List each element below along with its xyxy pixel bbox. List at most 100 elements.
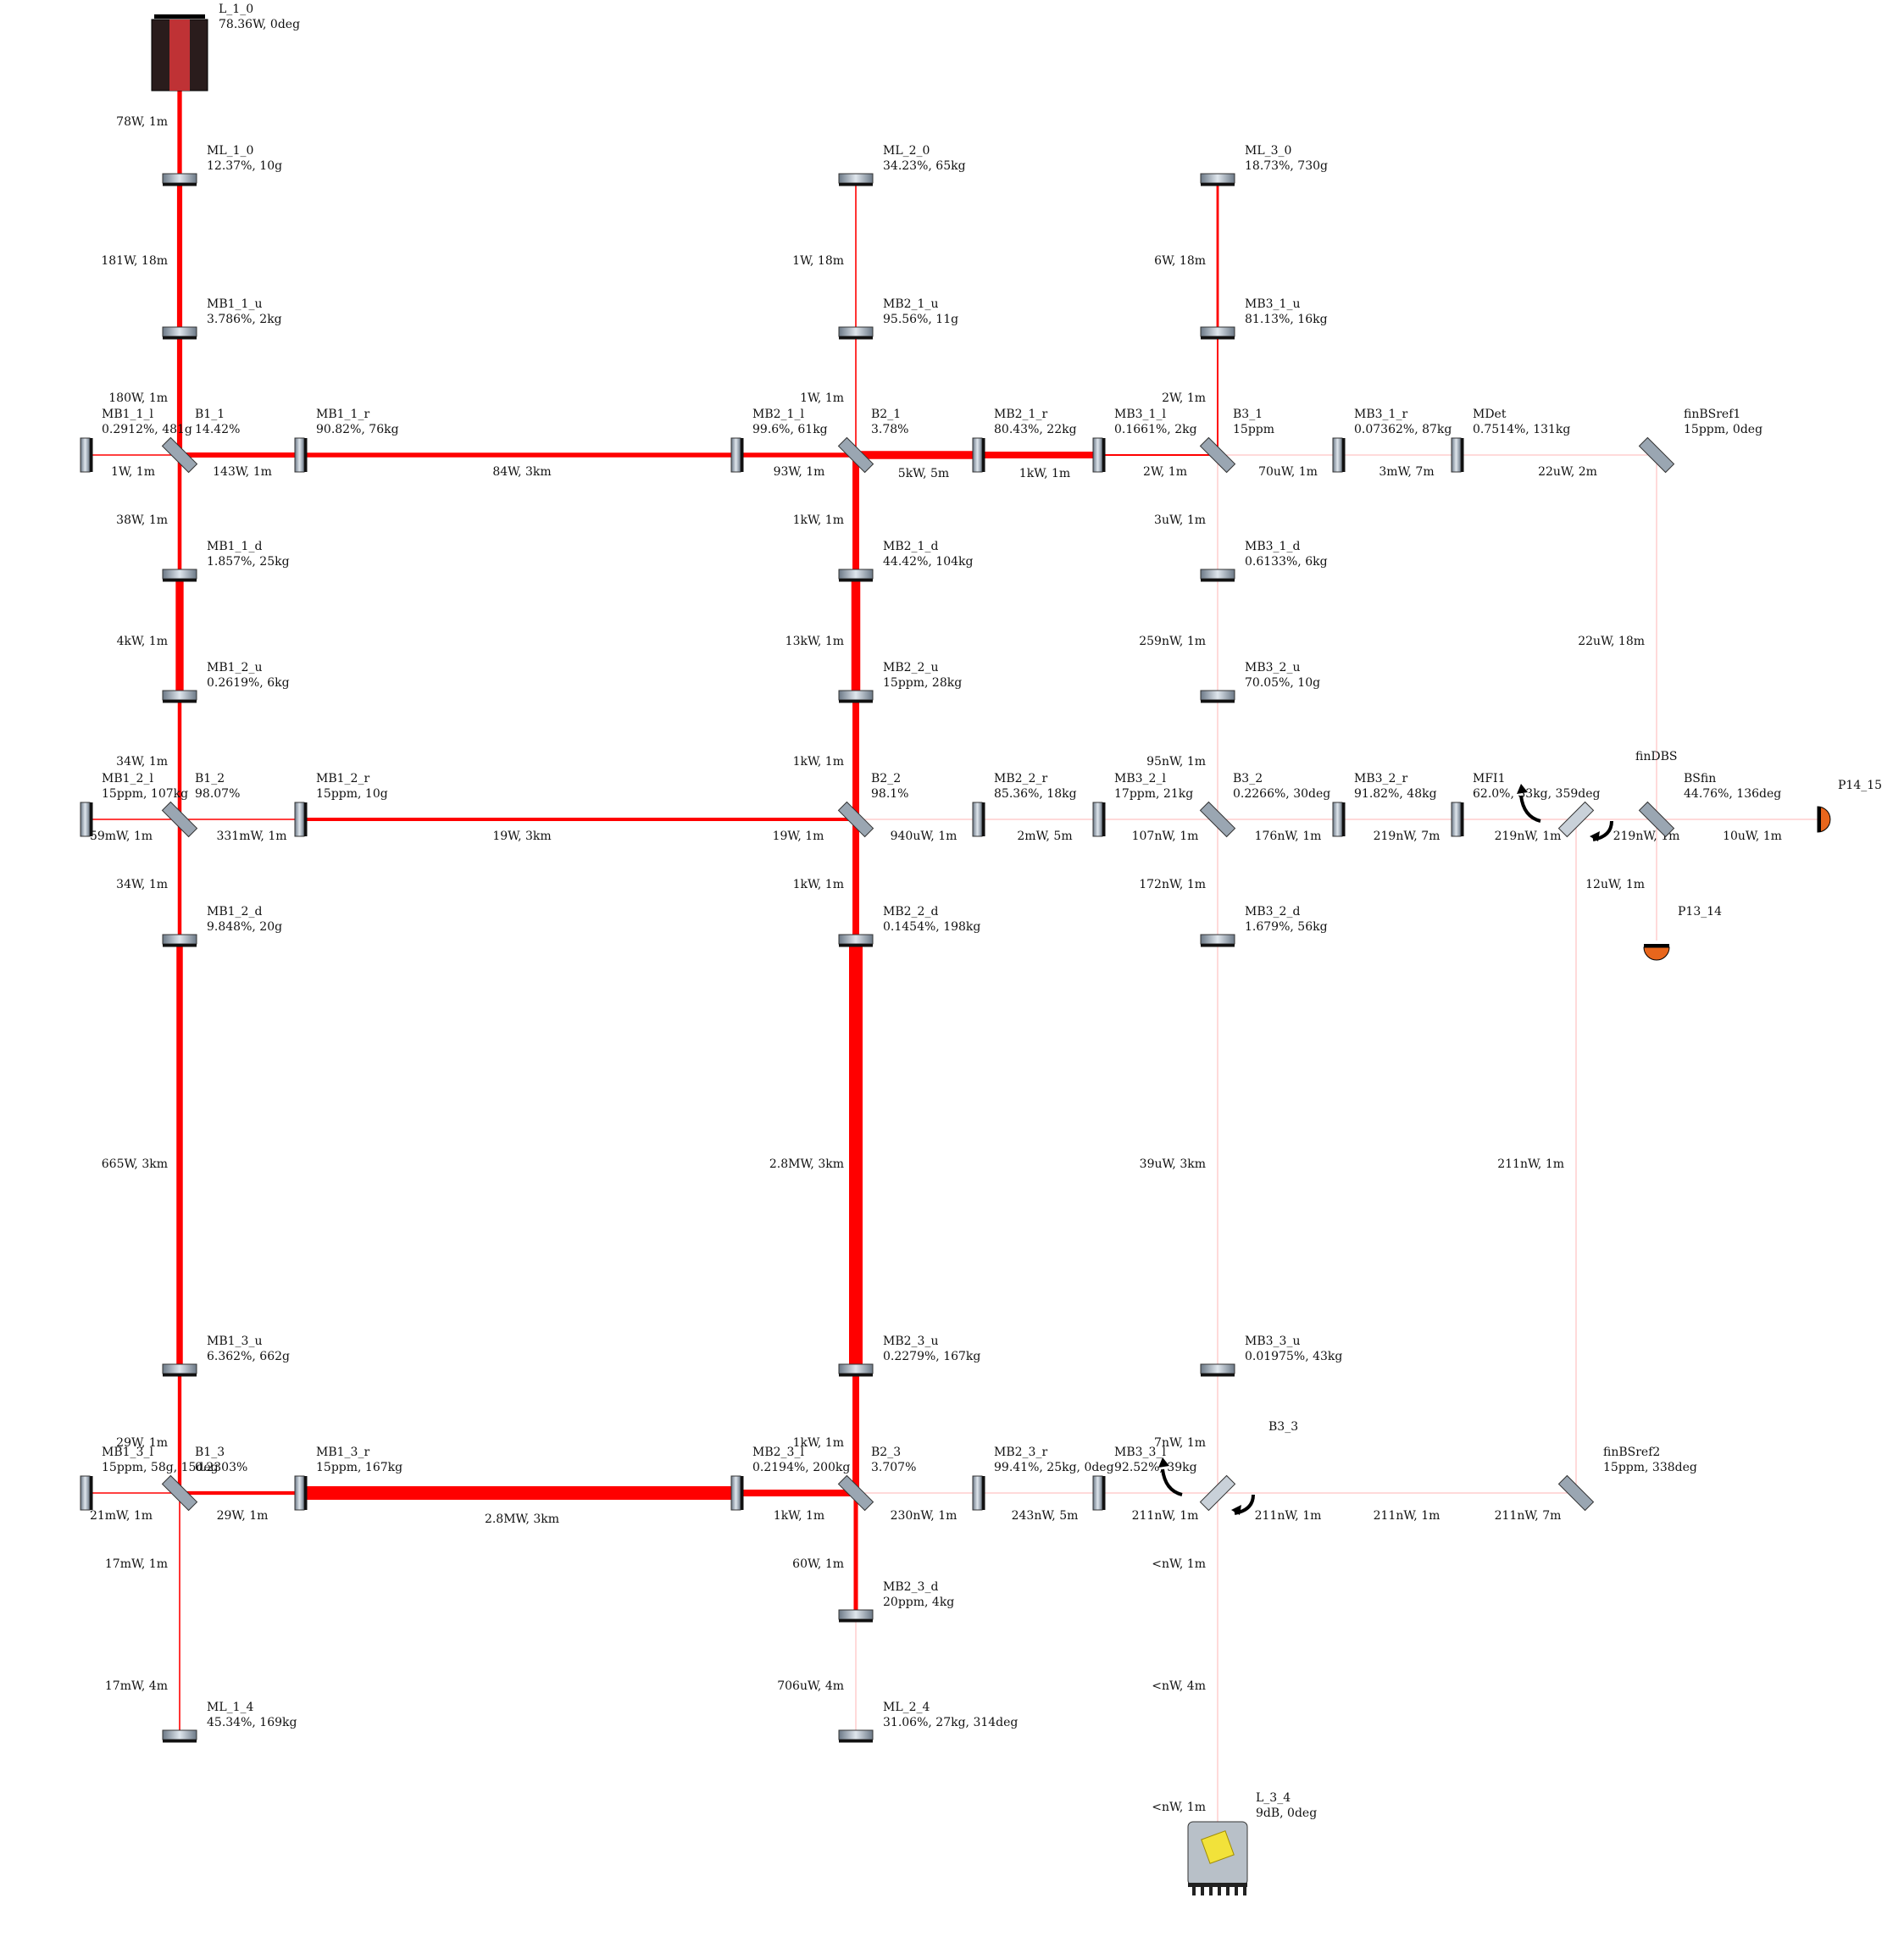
beam-label: 219nW, 7m [1374, 830, 1440, 843]
component-params: 18.73%, 730g [1245, 159, 1328, 173]
component-name: MB2_1_r [994, 408, 1047, 421]
beam-label: 19W, 3km [492, 830, 551, 843]
beam-label: 2.8MW, 3km [485, 1512, 559, 1526]
crystal-icon [1201, 1830, 1235, 1864]
component-name: ML_3_0 [1245, 144, 1291, 158]
component-name: MB2_3_d [883, 1580, 938, 1594]
beamsplitter-icon [837, 436, 874, 474]
mirror-icon [1200, 1363, 1235, 1374]
component-findbs: finDBS [1517, 750, 1677, 841]
component-name: MB1_2_u [207, 661, 262, 674]
beamsplitter-icon [1638, 436, 1675, 474]
component-name: MB3_2_r [1354, 772, 1407, 785]
mirror-icon [162, 1363, 197, 1374]
component-mb1-3-u: MB1_3_u6.362%, 662g [162, 1335, 290, 1377]
mirror-coating [304, 802, 308, 836]
beam-label: 181W, 18m [101, 254, 168, 268]
mirror-coating [163, 1374, 197, 1377]
mirror-icon [80, 1475, 91, 1511]
mirror-coating [1201, 944, 1235, 947]
mirror-icon [1200, 173, 1235, 184]
component-params: 0.07362%, 87kg [1354, 423, 1452, 436]
component-params: 3.707% [871, 1461, 916, 1474]
mirror-coating [304, 438, 308, 472]
component-mb2-1-u: MB2_1_u95.56%, 11g [838, 297, 958, 340]
mirror-coating [1342, 438, 1346, 472]
beam-label: 940uW, 1m [891, 830, 958, 843]
component-name: MB1_1_r [316, 408, 369, 421]
component-ml-1-0: ML_1_012.37%, 10g [162, 144, 282, 186]
component-name: ML_1_4 [207, 1701, 254, 1714]
beam-label: 176nW, 1m [1255, 830, 1322, 843]
mirror-coating [1102, 802, 1106, 836]
component-name: MB2_2_d [883, 905, 938, 919]
mirror-icon [838, 934, 874, 945]
beam-label: 19W, 1m [773, 830, 824, 843]
beam-label: 21mW, 1m [90, 1509, 153, 1523]
component-name: MB3_2_l [1114, 772, 1166, 785]
component-b1-1: B1_114.42% [161, 408, 240, 474]
component-name: MB2_2_r [994, 772, 1047, 785]
component-params: 0.1454%, 198kg [883, 920, 980, 934]
component-name: MB3_1_l [1114, 408, 1166, 421]
beam-label: 180W, 1m [108, 391, 168, 405]
beam-label: 5kW, 5m [898, 467, 949, 480]
component-params: 0.2279%, 167kg [883, 1350, 980, 1363]
component-name: B2_1 [871, 408, 901, 421]
beam-label: 34W, 1m [116, 878, 168, 891]
beam-label: 211nW, 1m [1132, 1509, 1199, 1523]
component-params: 0.6133%, 6kg [1245, 555, 1328, 569]
beam-label: 29W, 1m [116, 1436, 168, 1450]
component-params: 45.34%, 169kg [207, 1716, 297, 1729]
beam-label: 230nW, 1m [891, 1509, 958, 1523]
mirror-coating [982, 802, 985, 836]
beam-label: 7nW, 1m [1154, 1436, 1206, 1450]
component-name: MB1_1_d [207, 540, 262, 553]
beamsplitter-icon [161, 436, 198, 474]
mirror-icon [1332, 802, 1343, 837]
component-name: MB2_3_r [994, 1446, 1047, 1459]
circulator-arrows-icon [1517, 784, 1613, 841]
component-b1-2: B1_298.07% [161, 772, 240, 838]
beam-label: 78W, 1m [116, 115, 168, 129]
beam-label: 219nW, 1m [1495, 830, 1562, 843]
component-mb1-1-l: MB1_1_l0.2912%, 481g [80, 408, 192, 473]
component-params: 90.82%, 76kg [316, 423, 399, 436]
component-name: B2_3 [871, 1446, 901, 1459]
component-mb3-1-u: MB3_1_u81.13%, 16kg [1200, 297, 1328, 340]
mirror-coating [163, 336, 197, 340]
component-name: B3_1 [1233, 408, 1263, 421]
beam-label: 1kW, 1m [774, 1509, 824, 1523]
beamsplitter-icon [161, 1474, 198, 1512]
component-b2-3: B2_3 3.707% [837, 1446, 916, 1512]
component-name: MB3_2_u [1245, 661, 1300, 674]
component-params: 1.679%, 56kg [1245, 920, 1328, 934]
component-params: 98.1% [871, 787, 908, 801]
mirror-coating [982, 1476, 985, 1510]
mirror-icon [1092, 1475, 1103, 1511]
mirror-coating [839, 579, 873, 582]
beamsplitter-icon [1638, 801, 1675, 838]
mirror-icon [162, 326, 197, 337]
component-name: MB1_2_l [102, 772, 153, 785]
component-params: 12.37%, 10g [207, 159, 282, 173]
component-params: 0.1661%, 2kg [1114, 423, 1197, 436]
mirror-coating [1102, 1476, 1106, 1510]
component-name: ML_1_0 [207, 144, 253, 158]
component-name: MB3_3_u [1245, 1335, 1300, 1348]
mirror-coating [1201, 183, 1235, 186]
mirror-coating [839, 183, 873, 186]
component-mb2-1-r: MB2_1_r80.43%, 22kg [972, 408, 1077, 473]
mirror-icon [1451, 437, 1462, 473]
component-ml-2-4: ML_2_431.06%, 27kg, 314deg [838, 1701, 1018, 1743]
component-params: 91.82%, 48kg [1354, 787, 1437, 801]
component-name: MB2_1_u [883, 297, 938, 311]
component-mb3-1-l: MB3_1_l 0.1661%, 2kg [1092, 408, 1197, 473]
component-mb1-2-d: MB1_2_d9.848%, 20g [162, 905, 282, 947]
component-params: 3.78% [871, 423, 908, 436]
component-mb2-1-l: MB2_1_l99.6%, 61kg [730, 408, 828, 473]
